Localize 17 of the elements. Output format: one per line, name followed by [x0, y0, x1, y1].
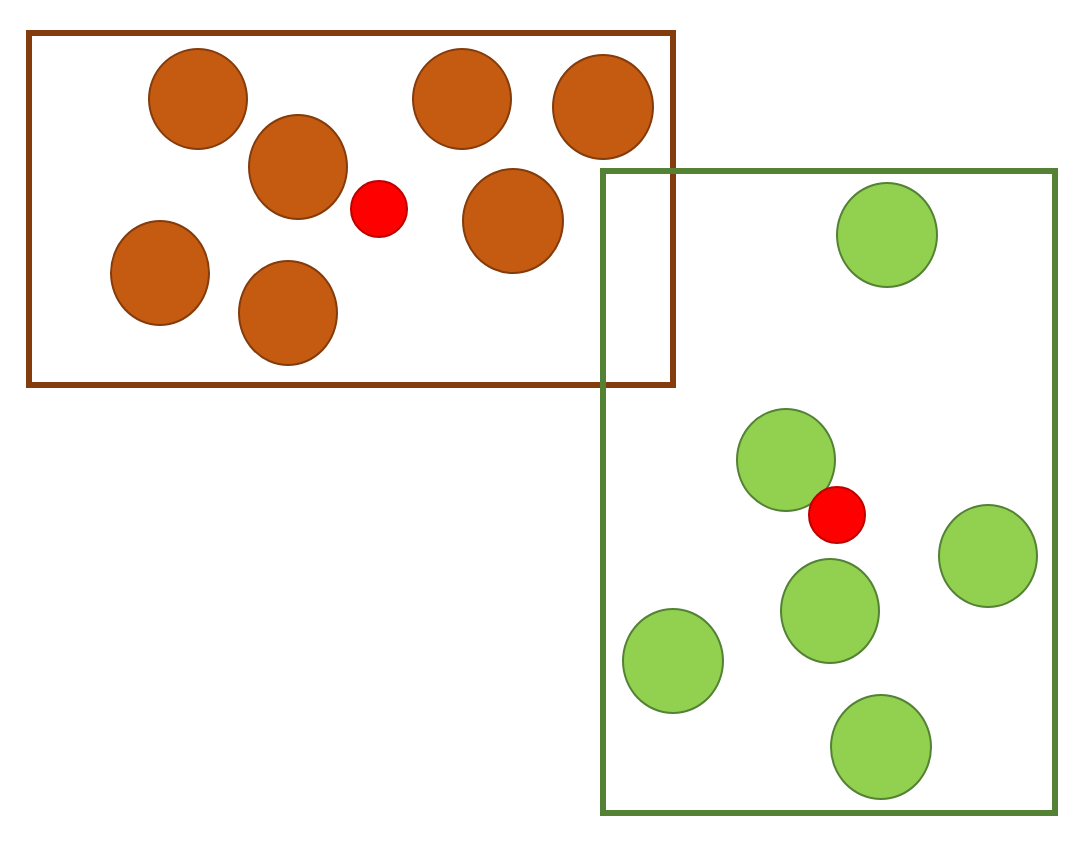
circle: [836, 182, 938, 288]
circle: [238, 260, 338, 366]
circle: [350, 180, 408, 238]
circle: [110, 220, 210, 326]
circle: [248, 114, 348, 220]
circle: [938, 504, 1038, 608]
circle: [808, 486, 866, 544]
circle: [552, 54, 654, 160]
circle: [148, 48, 248, 150]
frame: [26, 30, 676, 388]
circle: [736, 408, 836, 512]
circle: [780, 558, 880, 664]
circle: [462, 168, 564, 274]
circle: [830, 694, 932, 800]
frame: [600, 168, 1058, 816]
circle: [412, 48, 512, 150]
circle: [622, 608, 724, 714]
